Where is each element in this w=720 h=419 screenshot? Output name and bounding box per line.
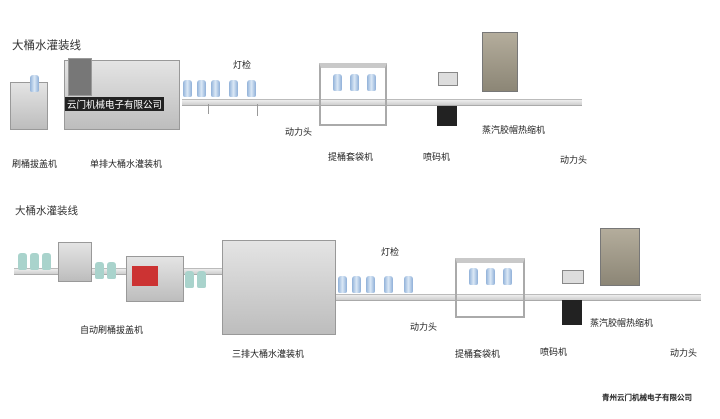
line1-inkjet-printer bbox=[438, 72, 458, 86]
line1-title: 大桶水灌装线 bbox=[12, 38, 81, 52]
label-inkjet: 喷码机 bbox=[423, 153, 451, 163]
line2-title: 大桶水灌装线 bbox=[15, 205, 78, 217]
line2-inkjet-printer bbox=[562, 270, 584, 284]
label-bagger: 提桶套袋机 bbox=[328, 153, 374, 163]
bottle bbox=[247, 80, 256, 97]
line2-brush-machine bbox=[58, 242, 92, 282]
bottle bbox=[333, 74, 342, 91]
company-footer: 青州云门机械电子有限公司 bbox=[602, 393, 692, 402]
label-shrink: 蒸汽胶帽热缩机 bbox=[482, 126, 546, 136]
line2-bagging-machine bbox=[455, 258, 525, 318]
line1-shrink-machine bbox=[482, 32, 518, 92]
filler-column bbox=[68, 58, 92, 96]
label-power-head: 动力头 bbox=[670, 349, 698, 359]
label-inkjet: 喷码机 bbox=[540, 348, 568, 358]
bottle bbox=[367, 74, 376, 91]
label-power-head: 动力头 bbox=[560, 156, 588, 166]
line2-infeed-conveyor bbox=[14, 268, 224, 275]
bottle bbox=[183, 80, 192, 97]
company-watermark: 云门机械电子有限公司 bbox=[65, 97, 165, 111]
label-power-head: 动力头 bbox=[285, 128, 313, 138]
label-inspection: 灯检 bbox=[233, 61, 252, 71]
label-inspection: 灯检 bbox=[381, 248, 400, 258]
label-filler: 三排大桶水灌装机 bbox=[232, 350, 305, 360]
label-filler: 单排大桶水灌装机 bbox=[90, 160, 163, 170]
line2-shrink-machine bbox=[600, 228, 640, 286]
line2-filler-machine bbox=[222, 240, 336, 335]
label-brush: 自动刷桶拔盖机 bbox=[80, 326, 144, 336]
bottle bbox=[211, 80, 220, 97]
line1-conveyor bbox=[182, 99, 582, 106]
bottle bbox=[229, 80, 238, 97]
label-bagger: 提桶套袋机 bbox=[455, 350, 501, 360]
bottle bbox=[350, 74, 359, 91]
bottle bbox=[30, 75, 39, 92]
line2-conveyor bbox=[336, 294, 701, 301]
line1-brush-machine bbox=[10, 82, 48, 130]
label-shrink: 蒸汽胶帽热缩机 bbox=[590, 319, 654, 329]
line1-bagging-machine bbox=[319, 63, 387, 126]
label-brush: 刷桶拔盖机 bbox=[12, 160, 58, 170]
bottle bbox=[197, 80, 206, 97]
label-power-head: 动力头 bbox=[410, 323, 438, 333]
